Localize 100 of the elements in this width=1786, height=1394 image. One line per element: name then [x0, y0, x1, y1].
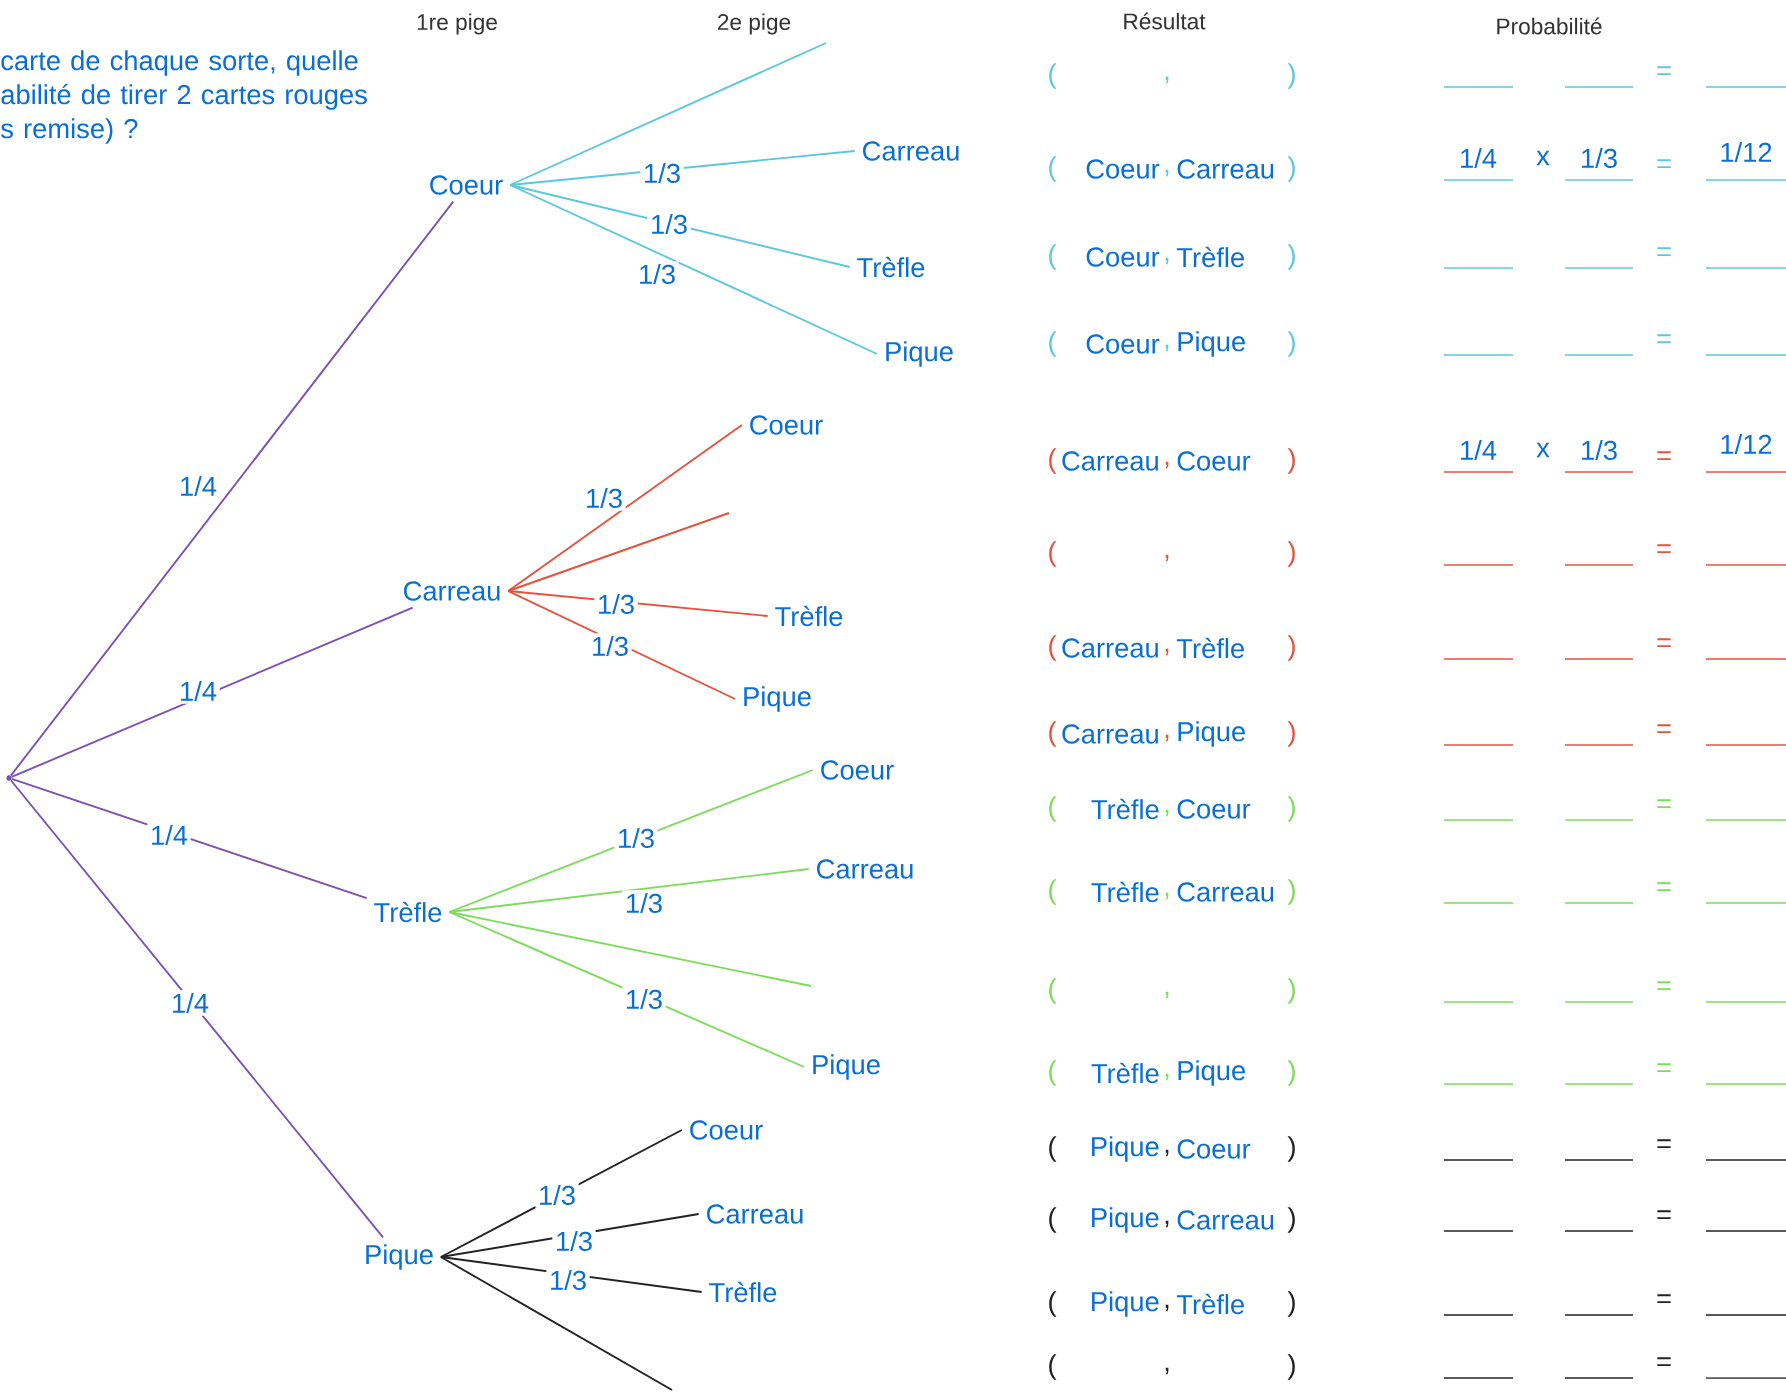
comma: , [1165, 809, 1169, 817]
parenthesis: ) [1287, 721, 1295, 747]
outcome-word: Pique [1092, 1207, 1159, 1233]
outcome-word: Coeur [1086, 159, 1160, 179]
equals-sign: = [1657, 159, 1671, 169]
outcome-word: Coeur [1177, 799, 1251, 819]
equals-sign: = [1657, 1357, 1671, 1367]
edge-label: 1/3 [622, 986, 666, 1012]
edge-label: 1/3 [640, 160, 684, 186]
equals-sign: = [1657, 544, 1671, 554]
outcome-word: Carreau [1177, 882, 1274, 902]
equals-sign: = [1657, 66, 1671, 76]
parenthesis: ( [1049, 1291, 1057, 1317]
probability-value: 1/3 [1582, 439, 1617, 461]
parenthesis: ( [1049, 978, 1057, 1004]
outcome-word: Trèfle [1176, 1293, 1244, 1315]
outcome-word: Coeur [1086, 334, 1160, 354]
tree-branch [9, 200, 455, 777]
parenthesis: ) [1287, 541, 1295, 567]
column-header: Probabilité [1497, 17, 1602, 35]
comma: , [1165, 554, 1169, 562]
comma: , [1165, 892, 1169, 900]
parenthesis: ( [1049, 1060, 1057, 1086]
outcome-word: Pique [1092, 1136, 1159, 1162]
outcome-word: Coeur [1177, 451, 1251, 471]
parenthesis: ( [1049, 331, 1057, 357]
outcome-word: Trèfle [1091, 1062, 1159, 1084]
multiply-sign: x [1536, 150, 1550, 166]
equals-sign: = [1657, 638, 1671, 648]
branch-label: Coeur [430, 175, 503, 195]
probability-value: 1/12 [1721, 433, 1772, 455]
equals-sign: = [1657, 1294, 1671, 1304]
tree-branch [448, 911, 812, 987]
edge-label: 1/3 [622, 890, 666, 916]
parenthesis: ( [1049, 721, 1057, 747]
outcome-word: Coeur [1177, 1139, 1251, 1159]
parenthesis: ) [1287, 448, 1295, 474]
parenthesis: ( [1049, 796, 1057, 822]
equals-sign: = [1657, 1210, 1671, 1220]
equals-sign: = [1657, 451, 1671, 461]
equals-sign: = [1657, 247, 1671, 257]
branch-label: Trèfle [857, 256, 925, 278]
edge-label: 1/3 [546, 1267, 590, 1293]
outcome-word: Carreau [1177, 1210, 1274, 1230]
branch-label: Trèfle [709, 1281, 777, 1303]
tree-branch [439, 1256, 673, 1391]
parenthesis: ( [1049, 879, 1057, 905]
edge-label: 1/3 [614, 825, 658, 851]
equals-sign: = [1657, 799, 1671, 809]
parenthesis: ) [1287, 1207, 1295, 1233]
edge-label: 1/4 [168, 990, 212, 1016]
tree-branch [507, 512, 730, 592]
outcome-word: Pique [1178, 721, 1245, 747]
outcome-word: Carreau [1062, 724, 1158, 744]
parenthesis: ) [1287, 331, 1295, 357]
branch-label: Trèfle [374, 901, 442, 923]
branch-label: Pique [744, 686, 811, 712]
branch-label: Coeur [821, 760, 894, 780]
multiply-sign: x [1536, 442, 1550, 458]
question-text: carte de chaque sorte, quelle abilité de tirer 2 cartes rouges s remise) ? [1, 50, 367, 144]
branch-label: Trèfle [775, 605, 843, 627]
equals-sign: = [1657, 981, 1671, 991]
parenthesis: ( [1049, 63, 1057, 89]
parenthesis: ( [1049, 635, 1057, 661]
branch-label: Carreau [707, 1204, 803, 1224]
comma: , [1165, 1149, 1169, 1157]
equals-sign: = [1657, 724, 1671, 734]
edge-label: 1/3 [552, 1228, 596, 1254]
edge-label: 1/4 [147, 822, 191, 848]
probability-value: 1/4 [1461, 439, 1497, 461]
probability-value: 1/4 [1461, 147, 1497, 169]
branch-label: Pique [886, 341, 953, 367]
edge-label: 1/4 [176, 678, 220, 704]
outcome-word: Carreau [1177, 159, 1274, 179]
edge-label: 1/3 [535, 1182, 579, 1208]
parenthesis: ( [1049, 448, 1057, 474]
branch-label: Coeur [750, 415, 823, 435]
column-header: 2e pige [718, 13, 791, 35]
parenthesis: ) [1287, 1060, 1295, 1086]
parenthesis: ( [1049, 1136, 1057, 1162]
outcome-word: Pique [1178, 331, 1245, 357]
parenthesis: ) [1287, 156, 1295, 182]
branch-label: Coeur [690, 1120, 763, 1140]
comma: , [1165, 257, 1169, 265]
comma: , [1165, 169, 1169, 177]
parenthesis: ) [1287, 1291, 1295, 1317]
column-header: Résultat [1124, 12, 1206, 30]
outcome-word: Carreau [1062, 638, 1158, 658]
tree-branch [9, 779, 384, 1239]
comma: , [1165, 991, 1169, 999]
parenthesis: ( [1049, 1207, 1057, 1233]
edge-label: 1/3 [594, 591, 638, 617]
comma: , [1165, 734, 1169, 742]
branch-label: Pique [366, 1244, 433, 1270]
parenthesis: ) [1287, 1136, 1295, 1162]
parenthesis: ) [1287, 635, 1295, 661]
edge-label: 1/3 [588, 633, 632, 659]
outcome-word: Pique [1092, 1291, 1159, 1317]
outcome-word: Coeur [1086, 247, 1160, 267]
branch-point [6, 775, 12, 781]
